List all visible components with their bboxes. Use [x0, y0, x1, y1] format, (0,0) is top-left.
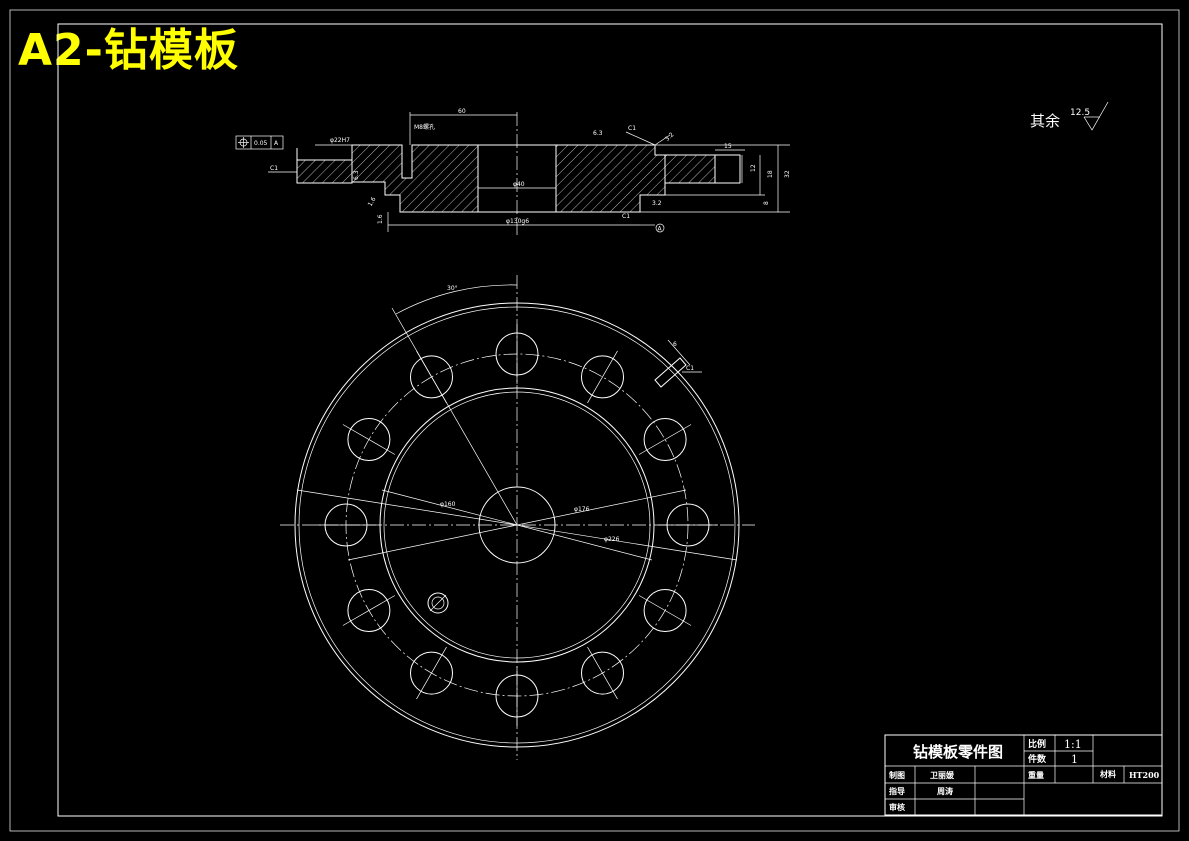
- dim-center-bore: φ40: [513, 181, 525, 188]
- material-label: 材料: [1100, 769, 1116, 779]
- drawing-name: 钻模板零件图: [913, 743, 1003, 761]
- dim-outer-dia: φ130g6: [506, 218, 529, 225]
- general-roughness-note: 其余 12.5: [1030, 101, 1109, 131]
- roughness-note-value: 12.5: [1070, 108, 1090, 118]
- drawn-value: 卫丽媛: [930, 770, 955, 780]
- plan-view: 30° φ160 φ176 φ226 6 C1: [280, 275, 755, 760]
- drill-hole-center-line: [587, 646, 618, 700]
- drill-hole: [410, 355, 453, 399]
- tapped-hole-outer: [427, 592, 449, 614]
- tapped-hole-inner: [431, 596, 445, 610]
- dim-step-width: 15: [724, 143, 732, 150]
- dim-chamfer-left: C1: [270, 165, 278, 172]
- roughness-symbol: [1083, 101, 1109, 131]
- dim-rough-small2: 1.6: [377, 214, 384, 224]
- inner-step-circle-2: [383, 391, 651, 659]
- dim-plan-chamfer: C1: [686, 365, 694, 372]
- chamfer-slot: [654, 357, 687, 388]
- dim-top-width: 60: [458, 108, 466, 115]
- inner-step-circle: [379, 387, 655, 663]
- scale-value: 1:1: [1064, 738, 1082, 751]
- dim-plan-outer: φ226: [604, 536, 620, 543]
- dim-plan-pitch: φ176: [574, 506, 590, 513]
- drill-hole-center-line: [638, 424, 692, 455]
- center-hole: [478, 486, 556, 564]
- angle-label: 30°: [447, 285, 458, 292]
- datum-a-circle: [655, 223, 665, 233]
- drawn-label: 制图: [889, 770, 905, 780]
- drill-hole: [347, 418, 391, 461]
- dim-h32: 32: [784, 170, 791, 178]
- dim-rough-top: 6.3: [593, 130, 603, 137]
- dim-thread: M8螺孔: [414, 123, 435, 131]
- dim-chamfer-bottom: C1: [622, 213, 630, 220]
- dim-h12: 12: [750, 164, 757, 172]
- tolerance-datum: A: [274, 140, 279, 147]
- guide-label: 指导: [889, 786, 905, 796]
- dim-rough-bottom: 3.2: [652, 200, 662, 207]
- drawing-banner-title: A2-钻模板: [18, 25, 239, 76]
- dim-chamfer-top: C1: [628, 125, 636, 132]
- drill-hole-center-line: [416, 646, 447, 700]
- section-view: 60 M8螺孔 φ22H7 0.05 A C1 6.3 1.6 1.6 6.3 …: [235, 108, 791, 235]
- right-flange-hatch: [664, 154, 716, 184]
- dim-h18: 18: [767, 170, 774, 178]
- dim-plan-slot: 6: [673, 341, 677, 348]
- angle-dimension-arc: [395, 284, 518, 315]
- drill-hole-center-line: [638, 595, 692, 626]
- dim-rough-left: 6.3: [353, 170, 360, 180]
- drill-hole-center-line: [342, 424, 396, 455]
- right-body-hatch: [555, 144, 666, 213]
- weight-label: 重量: [1028, 770, 1044, 780]
- position-tolerance-frame: [235, 135, 284, 150]
- drill-holes: [316, 324, 718, 726]
- dim-plan-inner: φ160: [440, 501, 456, 508]
- drill-hole-center-line: [342, 595, 396, 626]
- inner-drawing-frame: [57, 23, 1163, 817]
- drill-hole: [581, 355, 624, 399]
- drill-hole: [581, 651, 624, 695]
- dim-rough-small: 1.6: [367, 196, 378, 208]
- drill-hole-center-line: [587, 350, 618, 404]
- outer-sheet-border: [9, 9, 1180, 832]
- guide-value: 周涛: [937, 786, 953, 796]
- drill-hole: [643, 418, 687, 461]
- outer-circle: [294, 302, 740, 748]
- scale-label: 比例: [1028, 738, 1046, 750]
- material-value: HT200: [1129, 770, 1160, 780]
- review-label: 审核: [889, 802, 905, 812]
- qty-value: 1: [1071, 753, 1078, 766]
- dim-h8: 8: [763, 201, 770, 205]
- qty-label: 件数: [1028, 753, 1047, 765]
- drill-hole: [410, 651, 453, 695]
- drill-hole: [643, 589, 687, 632]
- roughness-note-label: 其余: [1030, 112, 1060, 130]
- datum-a-label: A: [658, 226, 663, 233]
- title-block: 钻模板零件图 比例 1:1 件数 1 制图 卫丽媛 重量 材料 HT200 指导…: [884, 734, 1163, 816]
- drill-hole: [347, 589, 391, 632]
- outer-circle-chamfer: [298, 306, 736, 744]
- dim-bore-left: φ22H7: [330, 137, 350, 144]
- dim-rough-top2: 3.2: [664, 131, 676, 143]
- tolerance-value: 0.05: [254, 140, 268, 147]
- left-flange-hatch: [296, 159, 353, 184]
